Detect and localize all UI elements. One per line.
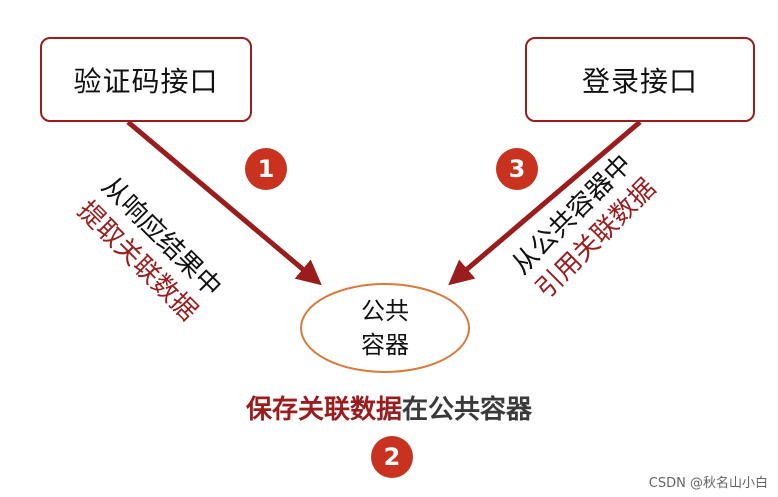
step-2-badge: 2 [371,436,413,478]
csdn-watermark: CSDN @秋名山小白 [648,476,768,491]
captcha-api-box: 验证码接口 [40,37,252,122]
public-container-label: 公共 容器 [300,283,470,373]
public-container-ellipse [300,283,470,373]
save-data-caption-rest: 在公共容器 [402,395,533,425]
step-1-badge: 1 [245,148,287,190]
step-3-badge: 3 [496,148,538,190]
arrow-captcha-to-container [126,120,322,286]
captcha-api-label: 验证码接口 [73,64,219,98]
login-api-box: 登录接口 [525,37,755,122]
public-container-line-2: 容器 [361,331,409,359]
login-api-label: 登录接口 [581,64,698,98]
save-data-caption: 保存关联数据在公共容器 [0,392,778,428]
arrow-container-to-login [448,120,642,286]
save-data-caption-highlight: 保存关联数据 [245,395,402,425]
public-container-line-1: 公共 [361,297,409,325]
